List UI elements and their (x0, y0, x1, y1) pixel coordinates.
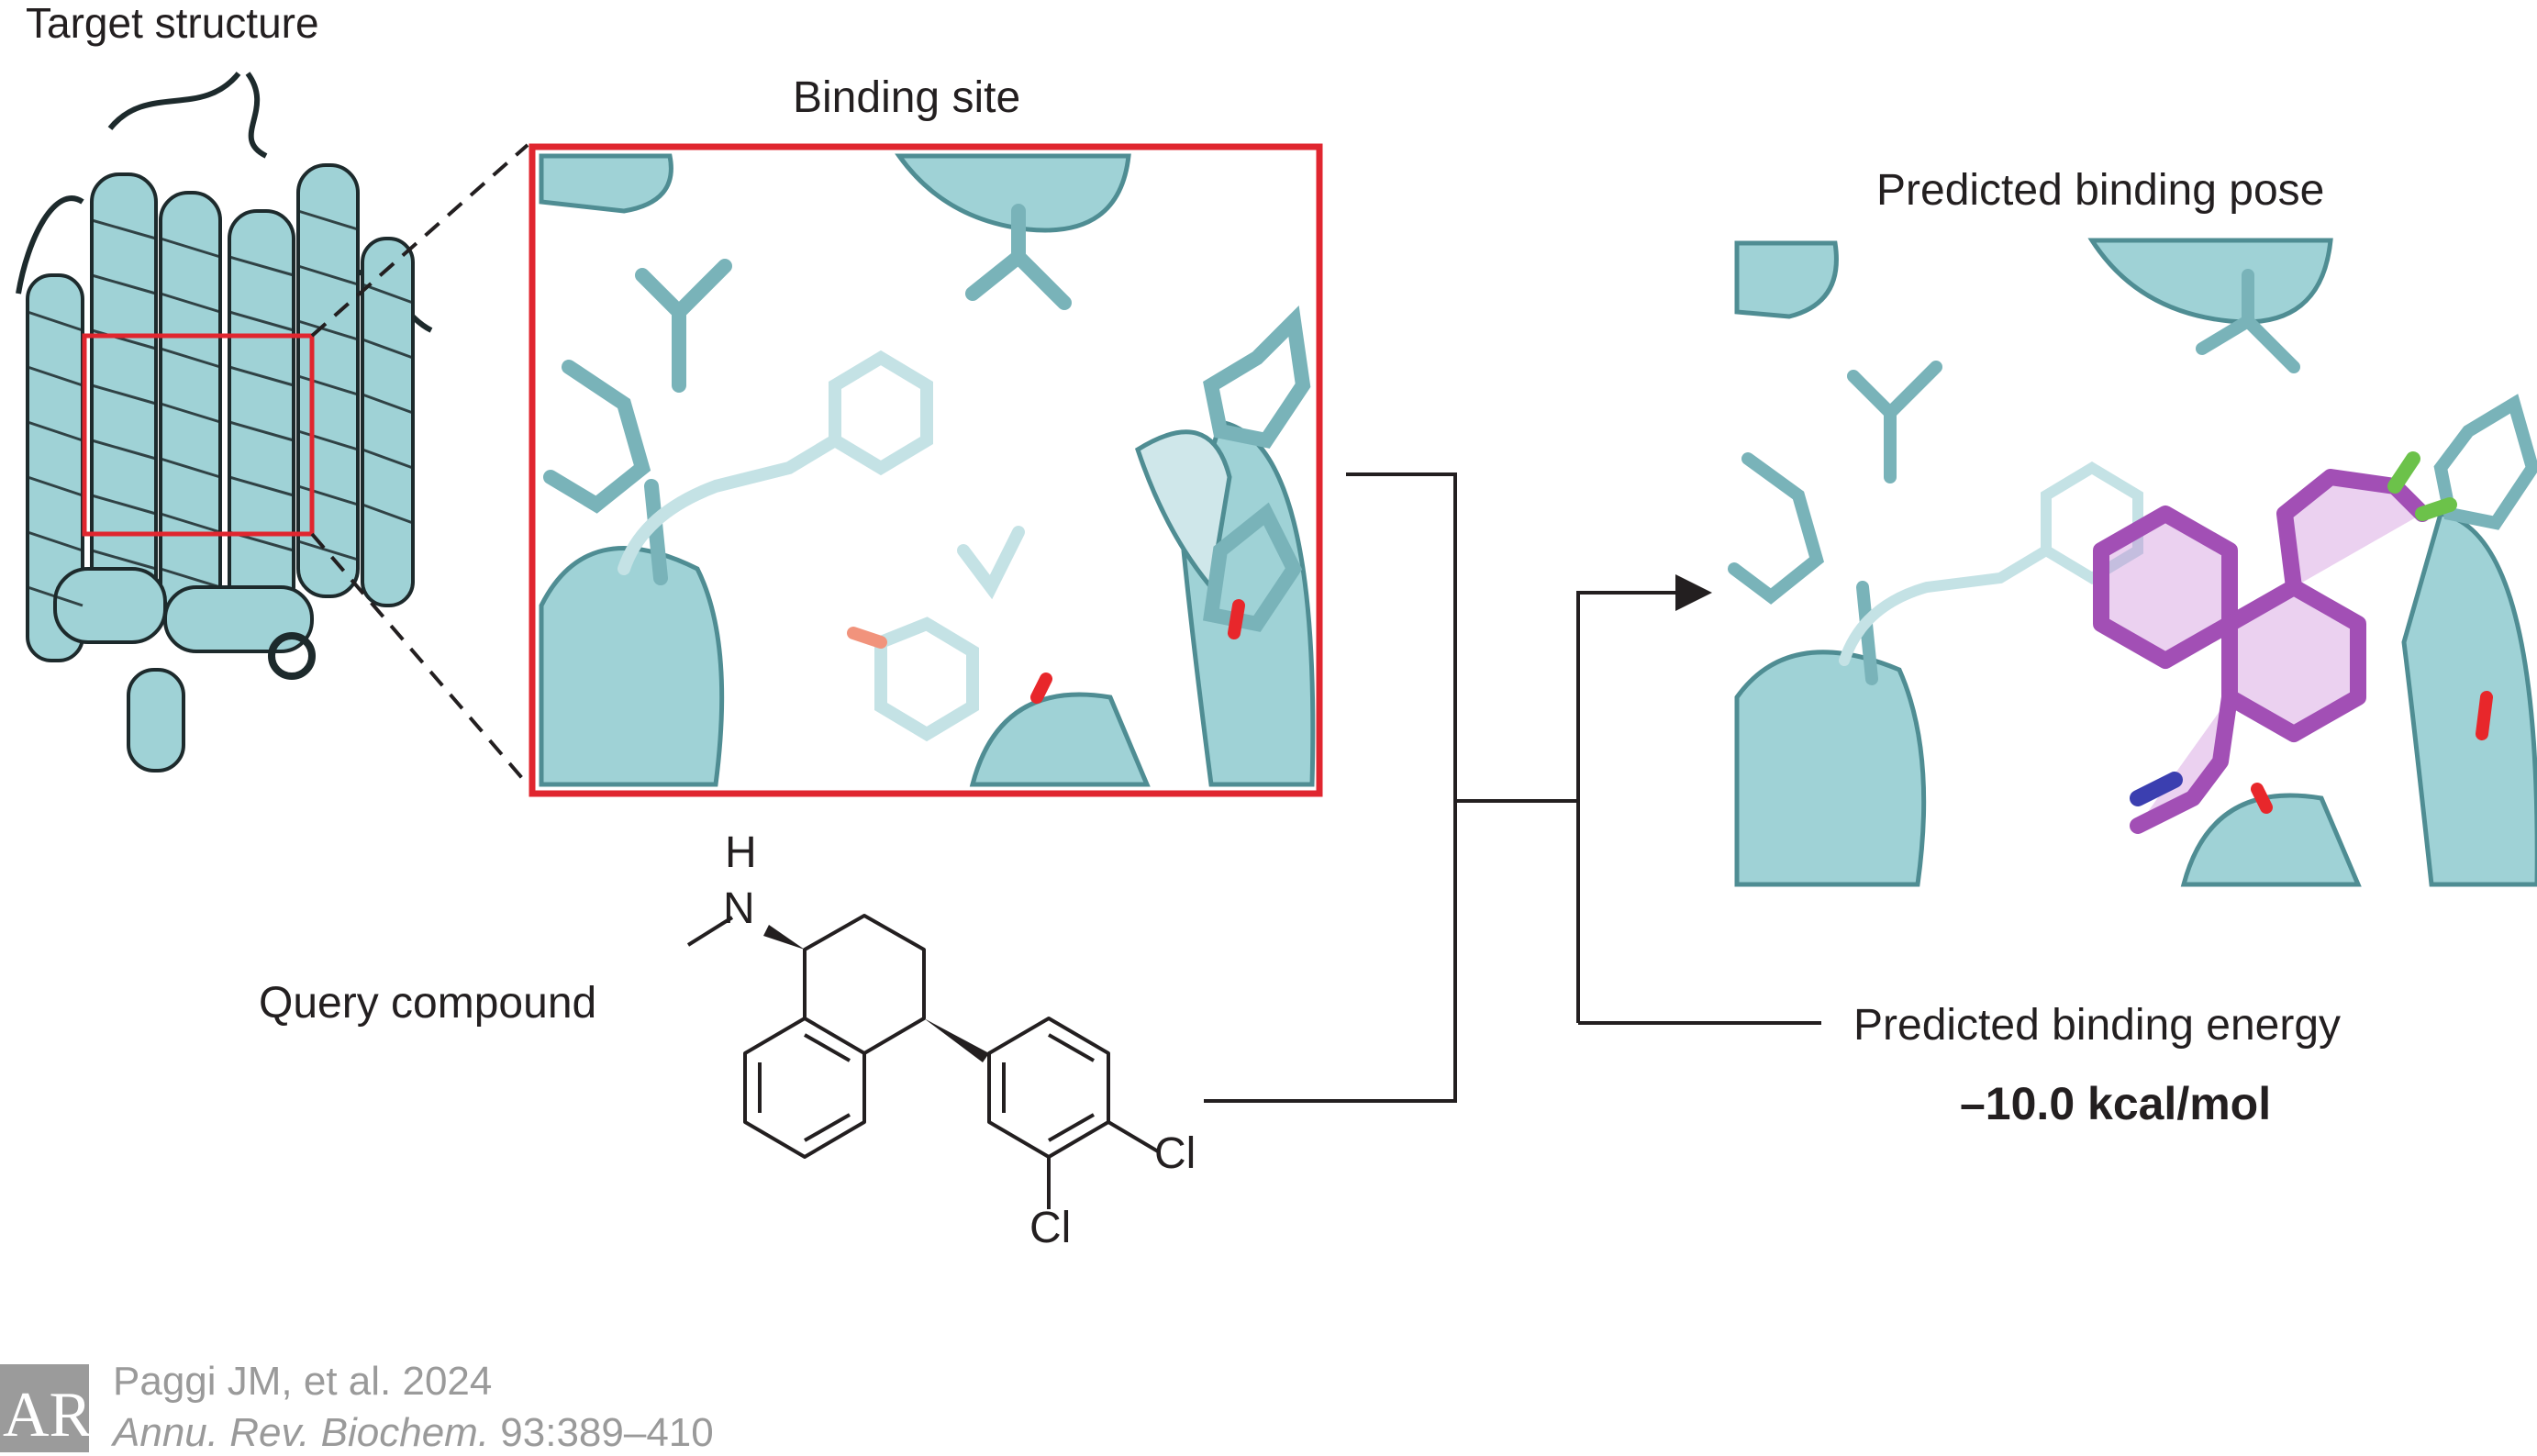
ar-logo: AR (0, 1364, 93, 1452)
predicted-binding-pose-label: Predicted binding pose (1876, 166, 2325, 215)
query-compound-label: Query compound (259, 979, 597, 1028)
connector-lines (1204, 472, 1821, 1103)
zoom-guide-lines (310, 143, 529, 786)
predicted-pose-image (1728, 237, 2537, 887)
stereo-wedge-bonds (763, 925, 989, 1062)
atom-label-n: N (723, 884, 755, 933)
citation-reference: Annu. Rev. Biochem. 93:389–410 (113, 1410, 714, 1456)
target-structure-label: Target structure (26, 0, 319, 47)
atom-label-cl-2: Cl (1029, 1204, 1072, 1252)
query-compound-structure (686, 914, 1160, 1209)
target-structure-protein-image (16, 72, 433, 772)
binding-site-frame (529, 143, 1323, 797)
atom-label-cl-1: Cl (1154, 1129, 1196, 1178)
binding-site-label: Binding site (793, 73, 1021, 122)
svg-text:AR: AR (3, 1380, 93, 1450)
predicted-binding-energy-label: Predicted binding energy (1853, 1001, 2342, 1050)
atom-label-h: H (725, 828, 757, 877)
citation-authors: Paggi JM, et al. 2024 (113, 1359, 493, 1404)
citation-pages: 93:389–410 (489, 1410, 714, 1455)
target-site-highlight-box (82, 333, 315, 537)
binding-site-image (532, 147, 1319, 789)
binding-energy-value: –10.0 kcal/mol (1960, 1078, 2272, 1129)
citation-journal: Annu. Rev. Biochem. (113, 1410, 490, 1455)
